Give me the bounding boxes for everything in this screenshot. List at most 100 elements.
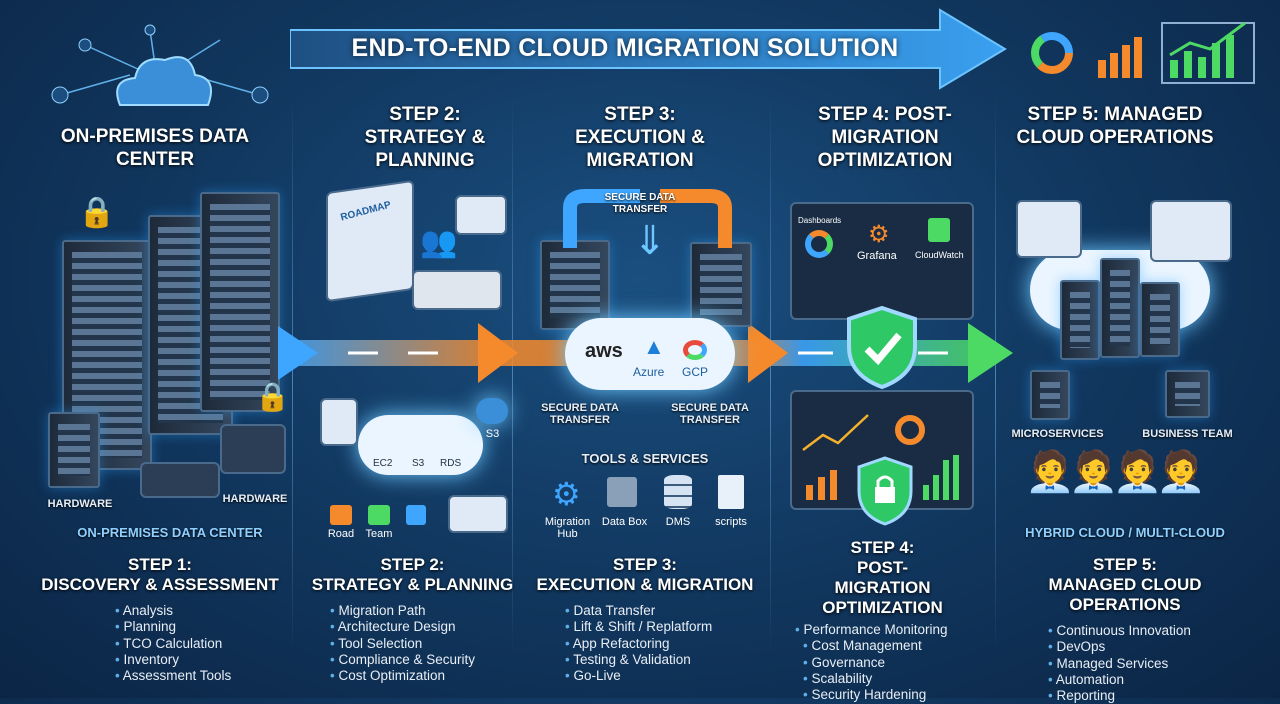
- step-subtitle: POST-MIGRATION OPTIMIZATION: [822, 558, 943, 617]
- list-item: Migration Path: [330, 603, 525, 619]
- list-item: Data Transfer: [565, 603, 760, 619]
- road-icon: [330, 505, 352, 525]
- target-server: [690, 242, 752, 327]
- step-2-section: STEP 2: STRATEGY & PLANNING Migration Pa…: [300, 555, 525, 684]
- cloudwatch-logo-icon: [928, 218, 950, 242]
- banner-title: END-TO-END CLOUD MIGRATION SOLUTION: [351, 34, 899, 62]
- list-item: Performance Monitoring: [795, 622, 985, 638]
- hybrid-cloud-label: HYBRID CLOUD / MULTI-CLOUD: [1025, 525, 1225, 540]
- step-items: Data TransferLift & Shift / ReplatformAp…: [565, 603, 760, 684]
- road-label: Road: [327, 528, 355, 540]
- list-item: Managed Services: [1048, 656, 1250, 672]
- transfer-pipe: [563, 189, 732, 248]
- down-arrow-icon: ⇓: [633, 219, 667, 263]
- s3-bucket-icon: [476, 398, 508, 424]
- list-item: Scalability: [803, 671, 985, 687]
- column-divider: [512, 95, 513, 655]
- aws-services-cloud: [358, 415, 483, 475]
- step-3-section: STEP 3: EXECUTION & MIGRATION Data Trans…: [530, 555, 760, 684]
- step-items: Performance MonitoringCost ManagementGov…: [795, 622, 985, 703]
- people-icon: 👥: [420, 226, 458, 259]
- cloud-server-cluster: [1100, 258, 1140, 358]
- step-items: Continuous InnovationDevOpsManaged Servi…: [1048, 623, 1250, 704]
- list-item: Go-Live: [565, 668, 760, 684]
- team-icon: [368, 505, 390, 525]
- step-5-section: STEP 5: MANAGED CLOUD OPERATIONS Continu…: [1000, 555, 1250, 704]
- list-item: Reporting: [1048, 688, 1250, 704]
- database-icon: [406, 505, 426, 525]
- header-on-premises: ON-PREMISES DATA CENTER: [60, 126, 250, 170]
- tool-dms: DMS: [665, 516, 691, 528]
- step-title: STEP 1:: [128, 555, 192, 574]
- server-rack: [200, 192, 280, 412]
- microservice-server: [1030, 370, 1070, 420]
- azure-logo-icon: ▲: [643, 334, 665, 359]
- microservice-server: [1165, 370, 1210, 418]
- step-subtitle: EXECUTION & MIGRATION: [536, 575, 754, 594]
- growth-chart: [1016, 200, 1082, 258]
- step-items: Migration PathArchitecture DesignTool Se…: [330, 603, 525, 684]
- dashboards-label: Dashboards: [798, 216, 842, 225]
- secure-transfer-right-label: SECURE DATA TRANSFER: [671, 402, 749, 426]
- column-divider: [995, 95, 996, 655]
- step-subtitle: MANAGED CLOUD OPERATIONS: [1048, 575, 1202, 614]
- header-step-3: STEP 3: EXECUTION & MIGRATION: [575, 104, 705, 171]
- hardware-label: HARDWARE: [222, 493, 288, 505]
- donut-chart-icon: [805, 230, 833, 258]
- business-team-label: BUSINESS TEAM: [1142, 428, 1233, 440]
- gear-icon: ⚙: [552, 476, 581, 512]
- tool-scripts: scripts: [715, 516, 747, 528]
- azure-label: Azure: [633, 365, 665, 379]
- step-title: STEP 5:: [1093, 555, 1157, 574]
- step-4-section: STEP 4: POST-MIGRATION OPTIMIZATION Perf…: [780, 538, 985, 703]
- list-item: Compliance & Security: [330, 652, 525, 668]
- step-title: STEP 2:: [380, 555, 445, 574]
- growth-chart: [1150, 200, 1232, 262]
- team-label: Team: [365, 528, 393, 540]
- step-title: STEP 4:: [850, 538, 915, 557]
- diagram-screen: [320, 398, 358, 446]
- list-item: Security Hardening: [803, 687, 985, 703]
- s3-bucket-label: S3: [485, 428, 500, 440]
- s3-label: S3: [412, 458, 425, 469]
- header-step-4: STEP 4: POST-MIGRATION OPTIMIZATION: [817, 104, 953, 171]
- list-item: App Refactoring: [565, 636, 760, 652]
- gcp-label: GCP: [682, 365, 709, 379]
- cloud-server-cluster: [1140, 282, 1180, 357]
- cloud-providers: [565, 318, 735, 390]
- step-title: STEP 3:: [613, 555, 677, 574]
- aws-logo: aws: [585, 340, 623, 362]
- secure-transfer-left-label: SECURE DATA TRANSFER: [541, 402, 619, 426]
- step-1-section: STEP 1: DISCOVERY & ASSESSMENT AnalysisP…: [35, 555, 285, 684]
- list-item: Cost Management: [803, 638, 985, 654]
- column-divider: [770, 95, 771, 655]
- database-icon: [664, 475, 692, 509]
- grafana-logo-icon: ⚙: [868, 221, 890, 248]
- cloud-server-cluster: [1060, 280, 1100, 360]
- list-item: Planning: [115, 619, 285, 635]
- lock-icon: 🔒: [255, 381, 290, 412]
- box-icon: [607, 477, 637, 507]
- gcp-logo-icon: [683, 340, 707, 360]
- lock-icon: 🔒: [78, 196, 116, 229]
- microservices-label: MICROSERVICES: [1011, 428, 1104, 440]
- list-item: Analysis: [115, 603, 285, 619]
- script-file-icon: [718, 475, 744, 509]
- server-stack: [48, 412, 100, 488]
- meeting-table: [412, 270, 502, 310]
- list-item: Inventory: [115, 652, 285, 668]
- tool-migration-hub: Migration Hub: [544, 516, 591, 540]
- network-cloud-icon: [51, 24, 269, 106]
- cloudwatch-label: CloudWatch: [915, 250, 964, 260]
- roadmap-board: [326, 179, 414, 303]
- list-item: Assessment Tools: [115, 668, 285, 684]
- hardware-device: [220, 424, 286, 474]
- banner-arrow: [290, 8, 1007, 90]
- rds-label: RDS: [440, 458, 462, 469]
- workflow-diagram: [448, 495, 508, 533]
- analytics-icons: [1031, 21, 1255, 84]
- step-subtitle: DISCOVERY & ASSESSMENT: [41, 575, 279, 594]
- ec2-label: EC2: [373, 458, 393, 469]
- datacenter-caption: ON-PREMISES DATA CENTER: [77, 525, 263, 540]
- list-item: Testing & Validation: [565, 652, 760, 668]
